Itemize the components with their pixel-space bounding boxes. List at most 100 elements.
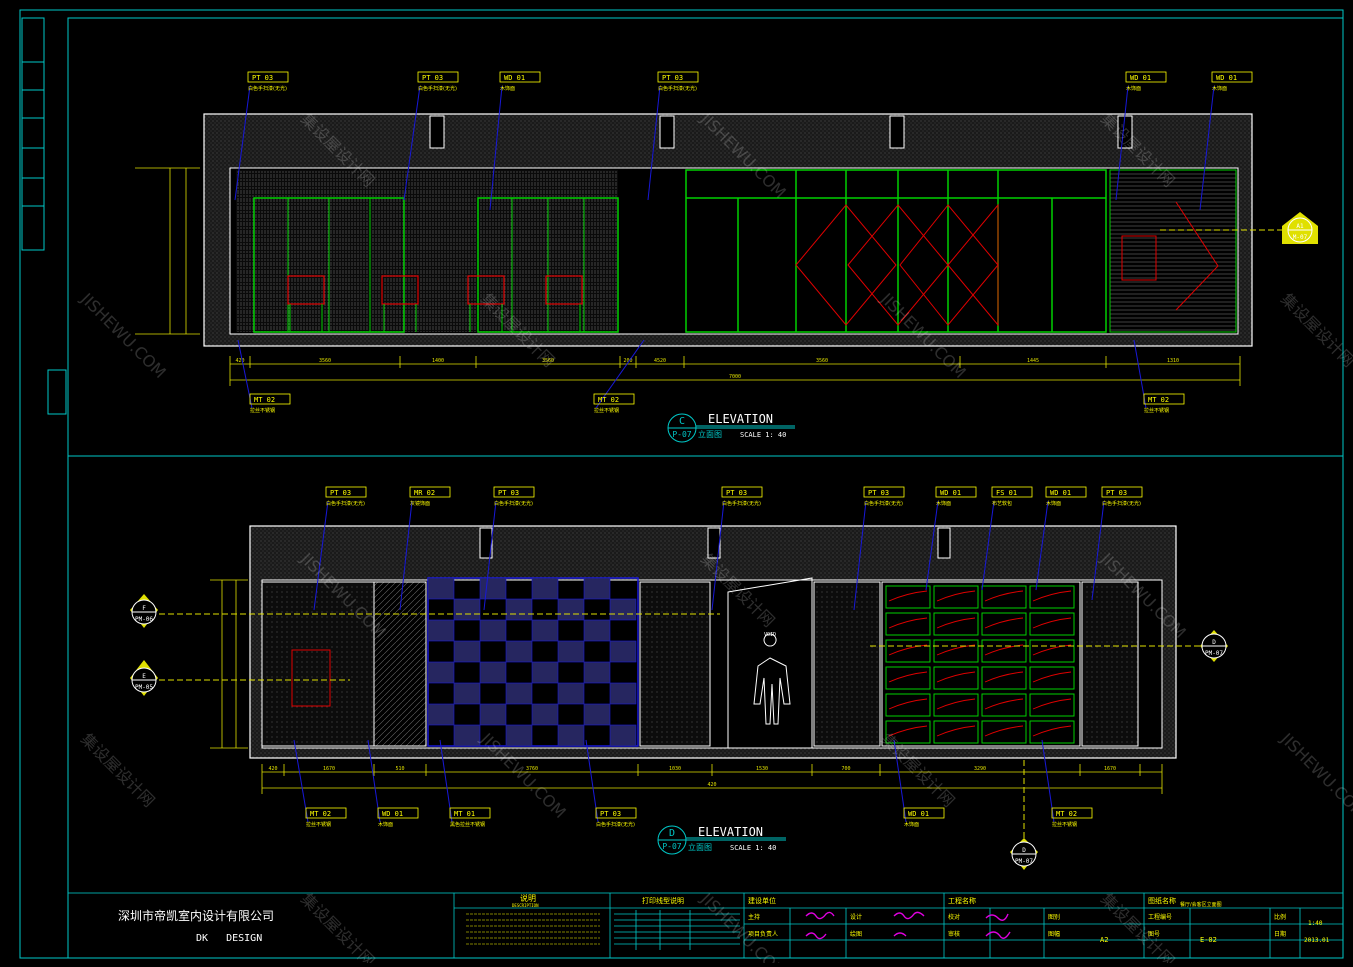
dimension-label: 420: [235, 358, 244, 364]
tag-box: [903, 807, 945, 819]
shelf-cell: [1029, 612, 1075, 636]
tag-code: MT 02: [310, 810, 331, 818]
checker-tile: [479, 619, 507, 642]
dimension-label: 1670: [1104, 766, 1116, 772]
shelf-item: [936, 617, 976, 629]
tag-code: PT 03: [662, 74, 683, 82]
marker-d1-sheet: PM-06: [135, 616, 153, 623]
checker-tile: [531, 661, 559, 684]
checker-tile: [479, 577, 507, 600]
curtain-bay-left: [236, 170, 619, 333]
checker-tile: [453, 682, 481, 705]
tag-box: [377, 807, 419, 819]
dimension-chain-c: [135, 167, 1241, 386]
dimension-label: 200: [623, 358, 632, 364]
tag-leader: [1199, 85, 1215, 211]
tag-desc: 白色手扫漆(无光): [596, 821, 635, 828]
dimension-label: 1400: [432, 358, 444, 364]
drawing-no: E-02: [1200, 936, 1217, 944]
tag-box: [249, 393, 291, 405]
check-label: 校对: [948, 913, 960, 921]
tag-box: [1045, 486, 1087, 498]
checker-tile: [609, 724, 637, 747]
tag-leader: [1035, 500, 1049, 591]
scale-value: 1:40: [1308, 920, 1323, 927]
checker-tile: [531, 577, 559, 600]
marker-d1-id: F: [142, 605, 146, 612]
dimension-chain-d: [210, 579, 1163, 794]
shelf-item: [1032, 590, 1072, 602]
checker-tile: [427, 619, 455, 642]
shelf-cell: [933, 666, 979, 690]
shelf-item: [888, 725, 928, 737]
tag-box: [1143, 393, 1185, 405]
dimension-label: 1530: [756, 766, 768, 772]
void-label: VOID: [764, 632, 776, 638]
tag-code: PT 03: [330, 489, 351, 497]
tag-code: WD 01: [1216, 74, 1237, 82]
tag-code: FS 01: [996, 489, 1017, 497]
shelf-cell: [981, 720, 1027, 744]
shelf-cell: [885, 639, 931, 663]
tag-leader: [234, 85, 251, 201]
tag-box: [595, 807, 637, 819]
category-label: 图别: [1048, 913, 1060, 921]
section-markers-d: F PM-06 E PM-05 D PM-07 D PM-07: [130, 594, 1228, 870]
tag-leader: [595, 339, 645, 409]
dimension-label: 1310: [1167, 358, 1179, 364]
tag-box: [657, 71, 699, 83]
marker-d2-sheet: PM-05: [135, 684, 153, 691]
title-elevation-d: D P-07 ELEVATION 立面图 SCALE 1: 40: [657, 825, 786, 855]
tag-box: [247, 71, 289, 83]
tag-leader: [403, 85, 421, 201]
tag-box: [593, 393, 635, 405]
marker-d2-id: E: [142, 673, 146, 680]
company-en: DK DESIGN: [196, 933, 262, 944]
tag-code: PT 03: [252, 74, 273, 82]
tag-leader: [483, 500, 497, 611]
tag-code: PT 03: [422, 74, 443, 82]
checker-tile: [557, 724, 585, 747]
shelf-item: [984, 617, 1024, 629]
tag-box: [991, 486, 1033, 498]
print-header: 打印线型说明: [642, 896, 684, 905]
shelf-item: [936, 644, 976, 656]
view-scale: SCALE 1: 40: [740, 431, 786, 439]
shelf-item: [936, 590, 976, 602]
tag-desc: 白色手扫漆(无光): [1102, 500, 1141, 507]
material-tag: MT 02 拉丝不锈钢: [293, 739, 347, 828]
shelf-item: [1032, 725, 1072, 737]
dimension-label: 420: [707, 782, 716, 788]
project-no-label: 工程编号: [1148, 913, 1172, 921]
shelf-cell: [981, 693, 1027, 717]
shelf-cell: [981, 666, 1027, 690]
scale-label: 比例: [1274, 913, 1286, 921]
dimension-label: 700: [841, 766, 850, 772]
view-subtitle-d: 立面图: [688, 842, 712, 852]
tag-desc: 白色手扫漆(无光): [326, 500, 365, 507]
tag-desc: 拉丝不锈钢: [250, 407, 275, 414]
glass-panels: [685, 169, 1107, 333]
tag-desc: 拉丝不锈钢: [306, 821, 331, 828]
project-header: 工程名称: [948, 896, 976, 905]
shelf-cell: [933, 585, 979, 609]
shelf-cell: [1029, 666, 1075, 690]
drawing-name: 餐厅/会客区立面图: [1180, 901, 1222, 908]
dimension-label: 510: [395, 766, 404, 772]
tag-box: [935, 486, 977, 498]
shelf-item: [984, 590, 1024, 602]
checker-tile: [557, 598, 585, 621]
client-header: 建设单位: [748, 896, 776, 905]
dimension-label: 3760: [526, 766, 538, 772]
checker-tile: [609, 640, 637, 663]
